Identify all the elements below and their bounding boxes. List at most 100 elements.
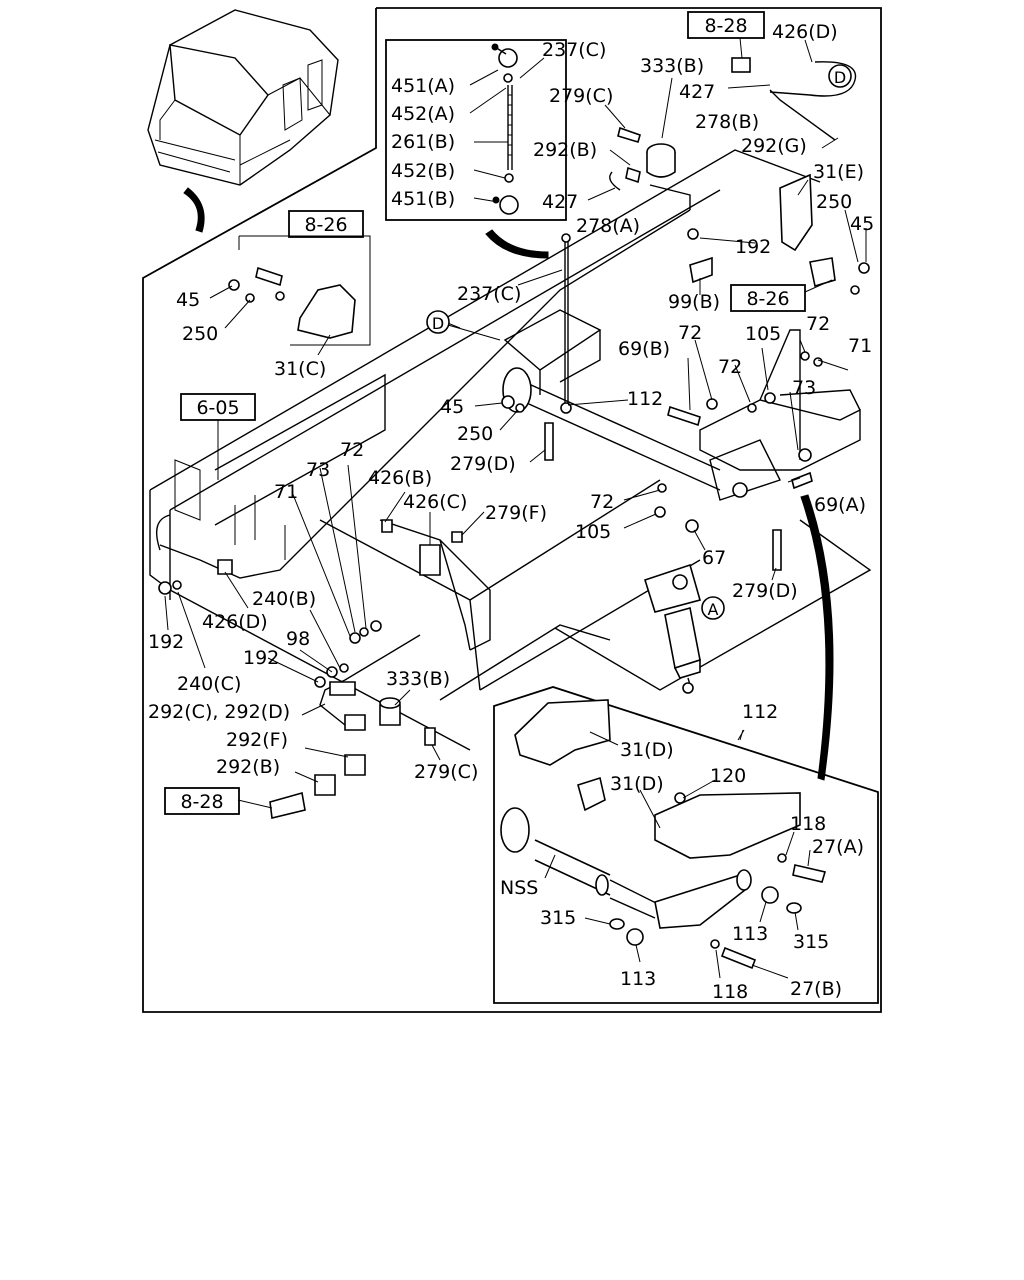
part-label: 292(C), 292(D) [148, 701, 290, 723]
ref-box-8-28-top[interactable]: 8-28 [687, 11, 765, 39]
callout-d-main: D [426, 310, 450, 334]
part-label: 451(A) [391, 75, 455, 97]
part-label: 71 [274, 481, 298, 503]
part-label: 31(E) [813, 161, 864, 183]
sensor-linkage-inset [491, 43, 519, 215]
part-label: 315 [793, 931, 829, 953]
part-label: 237(C) [457, 283, 521, 305]
arrow-cab-to-frame [183, 187, 205, 233]
part-label: 192 [148, 631, 184, 653]
part-label: 72 [590, 491, 614, 513]
bracket-frame-left [239, 235, 371, 346]
part-label: 279(C) [414, 761, 478, 783]
part-label: 452(B) [391, 160, 455, 182]
part-label: 105 [745, 323, 781, 345]
part-label: 27(B) [790, 978, 842, 1000]
detail-frame [493, 686, 879, 1004]
part-label: 99(B) [668, 291, 720, 313]
part-label: 278(A) [576, 215, 640, 237]
svg-text:8-26: 8-26 [304, 214, 347, 236]
part-label: 118 [712, 981, 748, 1003]
arrow-inset-to-frame [485, 229, 549, 259]
part-label: 250 [457, 423, 493, 445]
part-label: 292(F) [226, 729, 288, 751]
part-label: 333(B) [386, 668, 450, 690]
part-label: 279(F) [485, 502, 547, 524]
part-label: 426(B) [368, 467, 432, 489]
part-label: 451(B) [391, 188, 455, 210]
part-label: 333(B) [640, 55, 704, 77]
inset-frame [385, 39, 567, 221]
part-label: 31(D) [620, 739, 674, 761]
part-label: 278(B) [695, 111, 759, 133]
svg-text:D: D [834, 68, 846, 87]
part-label: 427 [542, 191, 578, 213]
part-label: 192 [243, 647, 279, 669]
part-label: 45 [176, 289, 200, 311]
leader-lines [164, 37, 867, 979]
ref-box-8-26-left[interactable]: 8-26 [288, 210, 364, 238]
part-label: 69(B) [618, 338, 670, 360]
part-label: 452(A) [391, 103, 455, 125]
truck-cab-illustration [147, 9, 339, 186]
part-label: 69(A) [814, 494, 866, 516]
detail-trailing-arm [500, 699, 827, 970]
part-label: 67 [702, 547, 726, 569]
part-label: NSS [500, 877, 538, 899]
part-labels: 237(C) 451(A) 452(A) 261(B) 452(B) 451(B… [148, 21, 874, 1003]
ref-box-8-28-bottom[interactable]: 8-28 [164, 787, 240, 815]
part-label: 279(C) [549, 85, 613, 107]
part-label: 279(D) [450, 453, 516, 475]
part-label: 427 [679, 81, 715, 103]
levelling-valve-group [617, 57, 870, 295]
svg-text:D: D [432, 314, 444, 333]
part-label: 105 [575, 521, 611, 543]
rod-end-top [561, 233, 571, 243]
part-label: 192 [735, 236, 771, 258]
rod-end-bottom [560, 402, 572, 414]
svg-text:8-28: 8-28 [704, 15, 747, 37]
part-label: 292(G) [741, 135, 807, 157]
svg-text:6-05: 6-05 [196, 397, 239, 419]
part-label: 45 [440, 396, 464, 418]
ref-box-6-05[interactable]: 6-05 [180, 393, 256, 421]
part-label: 71 [848, 335, 872, 357]
part-label: 118 [790, 813, 826, 835]
part-label: 250 [816, 191, 852, 213]
part-label: 72 [718, 356, 742, 378]
main-frame [142, 7, 882, 1013]
part-label: 426(D) [202, 611, 268, 633]
part-label: 113 [732, 923, 768, 945]
fasteners [158, 351, 823, 819]
part-label: 315 [540, 907, 576, 929]
part-label: 27(A) [812, 836, 864, 858]
part-label: 113 [620, 968, 656, 990]
part-label: 240(B) [252, 588, 316, 610]
part-label: 112 [627, 388, 663, 410]
part-label: 426(D) [772, 21, 838, 43]
callout-a: A [701, 596, 725, 620]
part-label: 72 [340, 439, 364, 461]
part-label: 292(B) [533, 139, 597, 161]
part-label: 250 [182, 323, 218, 345]
svg-text:8-26: 8-26 [746, 288, 789, 310]
part-label: 98 [286, 628, 310, 650]
part-label: 73 [792, 377, 816, 399]
part-label: 292(B) [216, 756, 280, 778]
air-pipes [156, 61, 857, 726]
part-label: 240(C) [177, 673, 241, 695]
part-label: 31(C) [274, 358, 326, 380]
svg-text:A: A [708, 600, 719, 619]
part-label: 237(C) [542, 39, 606, 61]
svg-text:8-28: 8-28 [180, 791, 223, 813]
part-label: 45 [850, 213, 874, 235]
ref-box-8-26-right[interactable]: 8-26 [730, 284, 806, 312]
part-label: 73 [306, 459, 330, 481]
part-label: 120 [710, 765, 746, 787]
part-label: 72 [806, 313, 830, 335]
shock-absorber [644, 563, 701, 694]
arrow-to-detail [800, 494, 834, 781]
part-label: 72 [678, 322, 702, 344]
callout-d-top: D [828, 64, 852, 88]
